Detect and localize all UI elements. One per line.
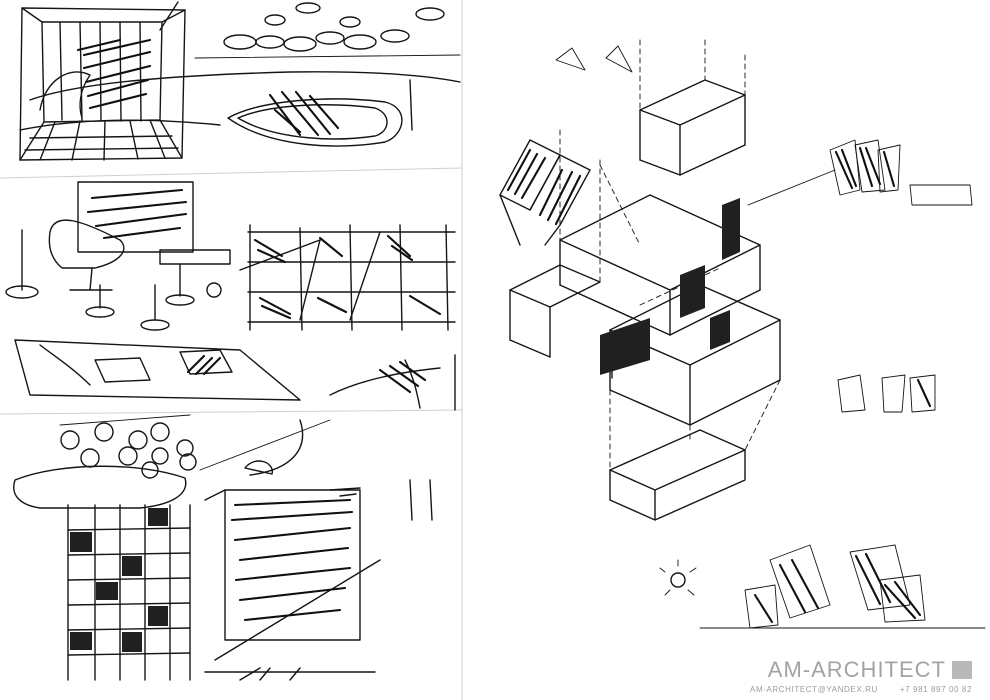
chair-wall-hatch bbox=[86, 188, 188, 240]
watermark-logo-block bbox=[952, 661, 972, 679]
tree-sketches bbox=[555, 45, 986, 629]
bathtub-hatch bbox=[268, 90, 340, 137]
ceiling-lights-sketch bbox=[59, 414, 331, 479]
roof-hatch bbox=[506, 148, 582, 226]
panel-room-sketch bbox=[204, 239, 433, 681]
lounge-chair-sketch bbox=[5, 181, 231, 331]
room-perspective-sketch bbox=[19, 1, 186, 161]
carpet-hatch bbox=[186, 354, 427, 394]
tree-hatch bbox=[753, 146, 932, 624]
tiled-wall-sketch bbox=[13, 465, 191, 681]
watermark-contacts: AM-ARCHITECT@YANDEX.RU +7 981 897 00 82 bbox=[750, 685, 972, 694]
shelving-hatch bbox=[253, 234, 442, 320]
bathtub-sketch bbox=[19, 71, 461, 147]
axonometric-guide-lines bbox=[559, 39, 781, 471]
watermark-phone: +7 981 897 00 82 bbox=[899, 685, 972, 694]
watermark-email: AM-ARCHITECT@YANDEX.RU bbox=[750, 685, 878, 694]
room-wall-hatch bbox=[76, 38, 152, 110]
axonometric-building-sketch bbox=[499, 79, 781, 521]
interior-carpet-sketch bbox=[14, 339, 456, 411]
shelving-sketch bbox=[247, 224, 456, 331]
watermark-brand: AM-ARCHITECT bbox=[767, 657, 946, 682]
watermark: AM-ARCHITECT AM-ARCHITECT@YANDEX.RU +7 9… bbox=[750, 657, 972, 694]
tile-blocks bbox=[70, 508, 168, 652]
watermark-brand-row: AM-ARCHITECT bbox=[750, 657, 972, 683]
axonometric-dark-elements bbox=[600, 198, 740, 375]
page-seam bbox=[0, 167, 463, 179]
panel-hatch bbox=[230, 498, 354, 622]
page-seam bbox=[0, 409, 463, 415]
pendant-lamps-sketch bbox=[194, 2, 461, 59]
